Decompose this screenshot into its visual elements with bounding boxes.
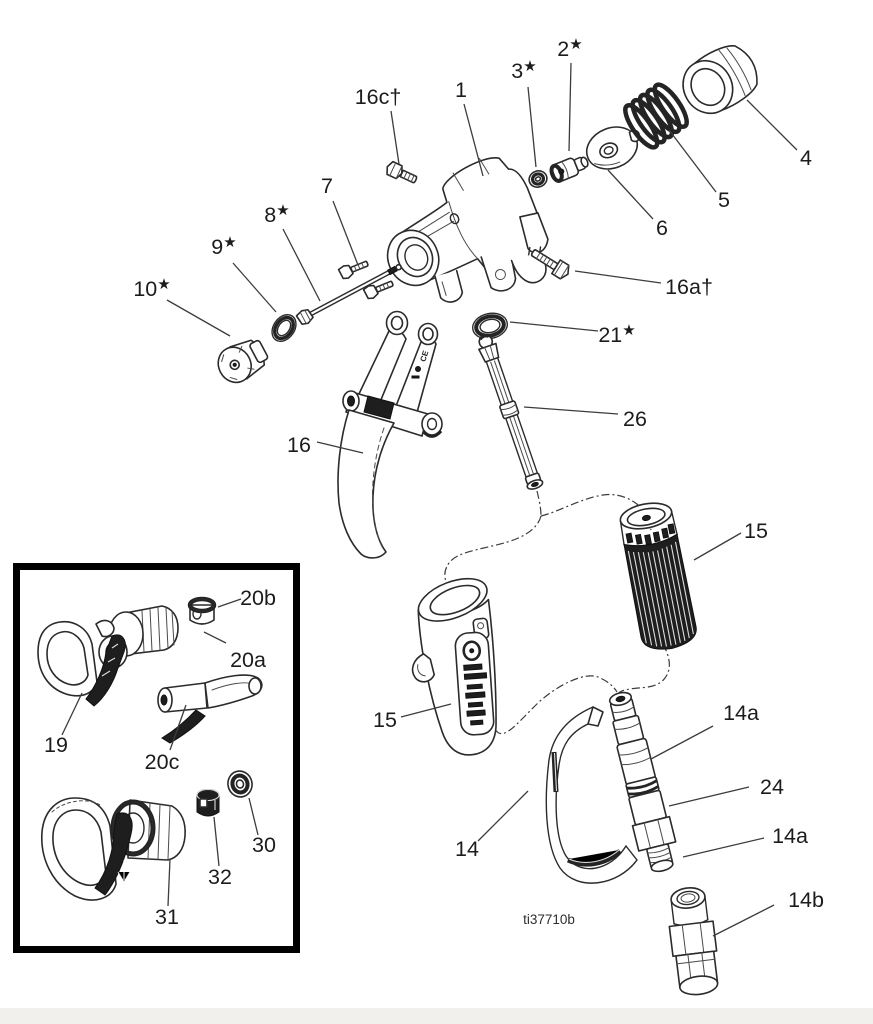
callout-19: 19: [44, 733, 68, 757]
part-washer-30: [227, 770, 253, 798]
drawing-id-text: ti37710b: [523, 912, 575, 927]
part-guard-hook-14: [545, 706, 638, 884]
callout-16: 16: [287, 433, 311, 457]
callout-15-filter: 15: [744, 519, 768, 543]
callout-8: 8★: [264, 202, 289, 227]
callout-9: 9★: [211, 234, 236, 259]
part-retaining-nut-4: [682, 45, 758, 115]
part-tip-guard-19: [37, 605, 179, 707]
callout-30: 30: [252, 833, 276, 857]
footer-band: [0, 1008, 873, 1024]
callout-4: 4: [800, 146, 812, 170]
callout-14a-lower: 14a: [772, 824, 808, 848]
callout-32: 32: [208, 865, 232, 889]
part-seal-20b: [187, 596, 217, 625]
callout-16a: 16a†: [665, 275, 713, 299]
callout-26: 26: [623, 407, 647, 431]
part-oring-9: [271, 313, 297, 343]
callout-20c: 20c: [145, 750, 180, 774]
part-screw-16c: [386, 160, 418, 184]
callout-15-handle: 15: [373, 708, 397, 732]
part-valve-14a: [608, 691, 677, 873]
part-tip-guard-31: [41, 797, 186, 901]
callout-21: 21★: [598, 322, 635, 347]
callout-6: 6: [656, 216, 668, 240]
leader-lines: [61, 62, 798, 937]
part-screw-7a: [337, 260, 369, 280]
part-washer-3: [528, 170, 548, 188]
callout-5: 5: [718, 188, 730, 212]
callout-24: 24: [760, 775, 784, 799]
filter-mesh-ribs: [627, 541, 694, 647]
callout-1: 1: [455, 78, 467, 102]
callout-14a-upper: 14a: [723, 701, 759, 725]
inset-panel-border: [13, 563, 300, 953]
part-screw-7b: [362, 280, 394, 300]
callout-31: 31: [155, 905, 179, 929]
callout-14b: 14b: [788, 888, 824, 912]
part-trigger-16: CE: [337, 310, 443, 559]
part-seat-10: [217, 339, 269, 384]
part-gun-body: [386, 157, 549, 303]
callout-20b: 20b: [240, 586, 276, 610]
part-handle-15: [411, 577, 497, 756]
callout-20a: 20a: [230, 648, 266, 672]
trigger-ce-mark: CE: [418, 349, 430, 363]
callout-10: 10★: [133, 276, 170, 301]
handle-warning-label: [454, 631, 495, 736]
part-tip-20c: [157, 674, 263, 744]
callout-16c: 16c†: [355, 85, 402, 109]
part-needle-8: [295, 263, 402, 326]
part-spring-5: [623, 82, 689, 150]
part-oring-21: [471, 312, 509, 340]
callout-3: 3★: [511, 58, 536, 83]
callout-7: 7: [321, 174, 333, 198]
part-screw-16a: [530, 249, 570, 280]
callout-2: 2★: [557, 36, 582, 61]
part-gasket-6: [585, 126, 641, 170]
callout-labels: 16c† 1 3★ 2★ 4 5 6 16a† 7 8★ 9★ 10★ 21★ …: [44, 36, 824, 929]
part-cartridge-2: [549, 156, 589, 183]
part-tip-32: [196, 788, 220, 817]
part-diffuser-tube-26: [478, 334, 544, 490]
part-swivel-14b: [668, 887, 719, 996]
callout-14: 14: [455, 837, 479, 861]
part-filter-15: [619, 502, 697, 650]
